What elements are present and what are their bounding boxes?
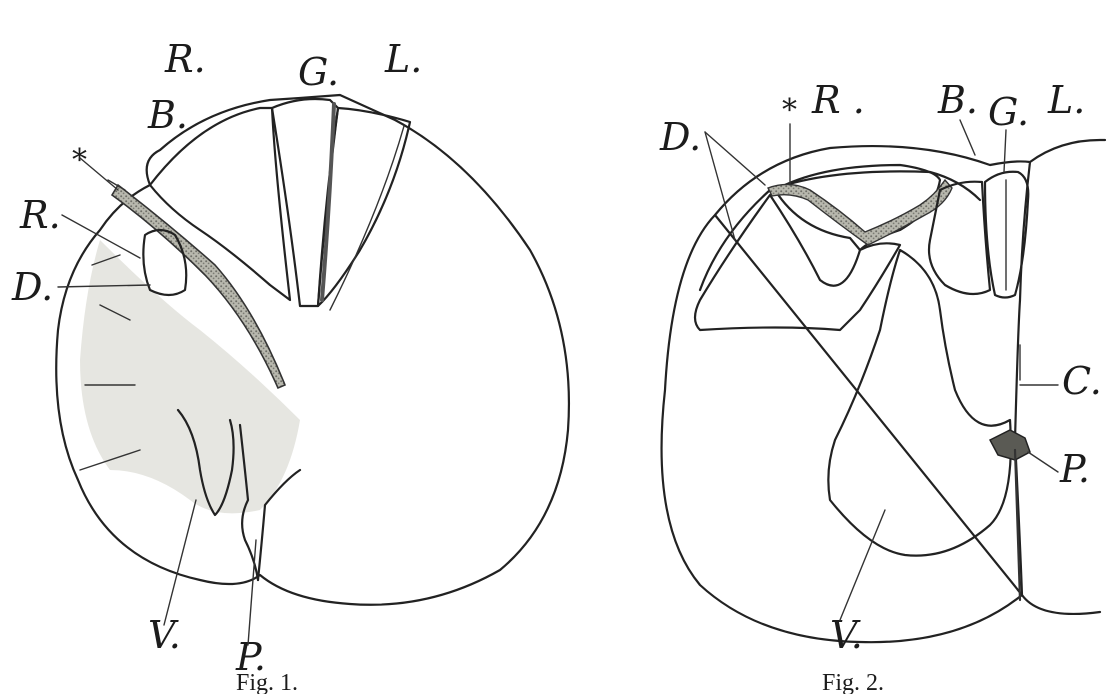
fig2-label-c: C.: [1062, 359, 1102, 403]
fig2-label-star: *: [782, 93, 797, 128]
fig2-label-r: R .: [811, 78, 865, 122]
fig1-label-r: R.: [19, 193, 61, 237]
fig2-caption: Fig. 2.: [822, 670, 884, 694]
fig2-label-p: P.: [1059, 447, 1090, 491]
fig1-posterior-septum: [322, 104, 334, 300]
fig1-label-b: B.: [147, 93, 188, 137]
figure-1: R. L. G. B. * R. D. V. P. Fig. 1.: [11, 37, 569, 694]
fig2-label-d: D.: [659, 115, 701, 159]
fig1-label-right: R.: [164, 37, 206, 81]
fig1-label-star: *: [72, 143, 87, 178]
fig2-label-b: B.: [937, 78, 978, 122]
fig2-label-g: G.: [988, 90, 1029, 134]
figure-2: R . B. G. L. D. * C. P. V. Fig. 2.: [659, 78, 1105, 694]
fig1-label-d: D.: [11, 265, 53, 309]
fig1-caption: Fig. 1.: [236, 670, 298, 694]
fig2-leaders: [705, 120, 1058, 620]
fig2-ventral-horn: [828, 250, 1011, 556]
fig2-label-v: V.: [830, 613, 863, 657]
fig1-label-g: G.: [298, 50, 339, 94]
fig1-label-v: V.: [148, 613, 181, 657]
fig2-label-left: L.: [1047, 78, 1085, 122]
fig2-burdach-lobe: [929, 182, 990, 294]
fig2-posterior-tuft: [990, 430, 1030, 460]
fig1-label-left: L.: [384, 37, 422, 81]
